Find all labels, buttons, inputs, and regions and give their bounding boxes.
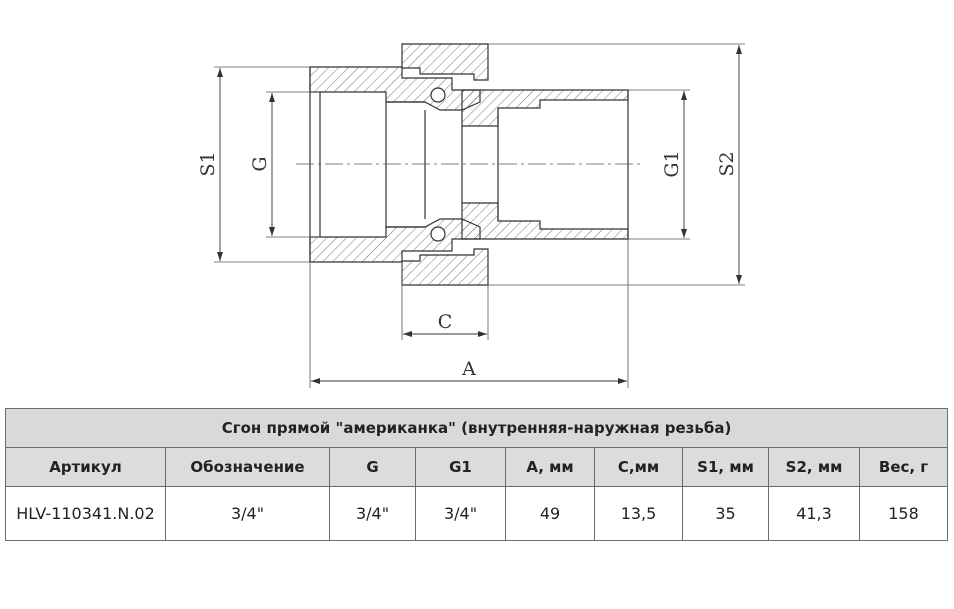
header-cell: G: [329, 447, 416, 487]
table-cell: 41,3: [768, 486, 860, 541]
dim-label-s1: S1: [197, 151, 219, 176]
header-cell: Обозначение: [165, 447, 330, 487]
dim-label-s2: S2: [716, 151, 738, 176]
table-cell: HLV-110341.N.02: [5, 486, 166, 541]
table-row: HLV-110341.N.02 3/4" 3/4" 3/4" 49 13,5 3…: [5, 486, 949, 541]
o-ring-bottom: [430, 226, 446, 242]
table-cell: 3/4": [415, 486, 506, 541]
extension-lines: [214, 43, 745, 388]
dim-label-g: G: [249, 156, 271, 171]
dimension-lines: [217, 45, 742, 384]
table-cell: 49: [505, 486, 595, 541]
table-cell: 13,5: [594, 486, 683, 541]
right-body-top: [461, 89, 629, 127]
dim-label-c: C: [438, 311, 453, 333]
header-cell: S2, мм: [768, 447, 860, 487]
union-nut-bottom: [401, 248, 489, 286]
table-title: Сгон прямой "американка" (внутренняя-нар…: [4, 408, 949, 448]
header-cell: G1: [415, 447, 506, 487]
spec-table: Сгон прямой "американка" (внутренняя-нар…: [4, 408, 949, 541]
dim-label-g1: G1: [661, 150, 683, 177]
table-cell: 35: [682, 486, 769, 541]
table-header-row: Артикул Обозначение G G1 A, мм C,мм S1, …: [5, 447, 949, 487]
table-cell: 3/4": [329, 486, 416, 541]
table-cell: 3/4": [165, 486, 330, 541]
header-cell: C,мм: [594, 447, 683, 487]
table-title-row: Сгон прямой "американка" (внутренняя-нар…: [4, 408, 949, 448]
header-cell: Вес, г: [858, 447, 949, 487]
header-cell: S1, мм: [682, 447, 769, 487]
dim-label-a: A: [461, 358, 476, 380]
technical-drawing: S1 G G1 S2 C A: [197, 43, 745, 388]
union-nut-top: [401, 43, 489, 81]
header-cell: A, мм: [505, 447, 595, 487]
fitting-body: [309, 43, 629, 286]
right-body-bottom: [461, 202, 629, 240]
table-cell: 158: [858, 486, 949, 541]
header-cell: Артикул: [5, 447, 166, 487]
o-ring-top: [430, 87, 446, 103]
